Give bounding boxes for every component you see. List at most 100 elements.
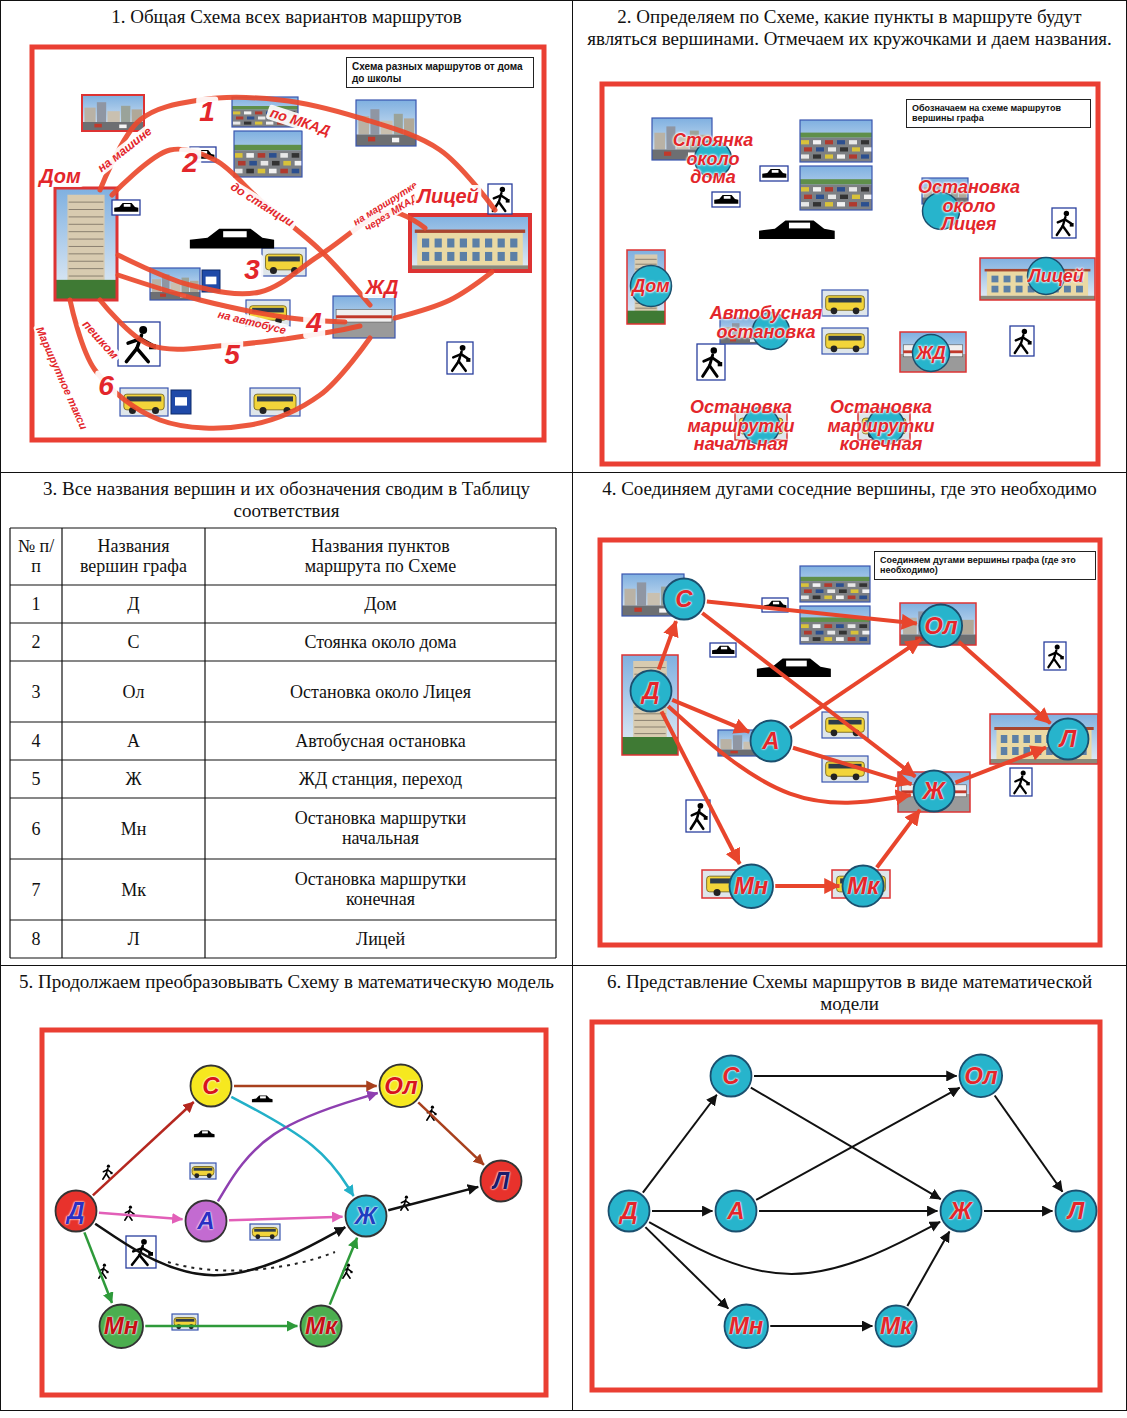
vehicle-windows bbox=[254, 1229, 276, 1232]
head bbox=[698, 803, 704, 809]
vertex-letter: Мк bbox=[305, 1314, 337, 1338]
photo-border bbox=[250, 1224, 280, 1240]
panel-cell: 2. Определяем по Схеме, какие пункты в м… bbox=[572, 0, 1127, 473]
building bbox=[121, 106, 130, 122]
car bbox=[804, 589, 812, 593]
table-cell: Д bbox=[69, 594, 199, 615]
route-label: пешком bbox=[77, 316, 122, 364]
window bbox=[1004, 286, 1011, 293]
photo-border bbox=[234, 131, 302, 177]
window bbox=[472, 252, 479, 261]
car bbox=[235, 169, 243, 174]
car bbox=[801, 187, 809, 191]
car bbox=[94, 124, 101, 128]
icon-box bbox=[1010, 326, 1034, 356]
car bbox=[816, 589, 824, 593]
window-row bbox=[69, 276, 104, 277]
graph-vertex: Мн bbox=[723, 1303, 770, 1350]
head bbox=[1055, 645, 1060, 650]
window bbox=[1076, 286, 1083, 293]
car bbox=[283, 161, 291, 166]
pedestrian-icon bbox=[447, 342, 473, 374]
photo bbox=[55, 188, 117, 300]
panel-caption: 6. Представление Схемы маршрутов в виде … bbox=[573, 966, 1126, 1015]
vertex-circle bbox=[346, 1196, 387, 1237]
limb bbox=[501, 195, 507, 199]
car bbox=[836, 583, 844, 587]
vehicle-body bbox=[826, 296, 865, 311]
photo-border bbox=[980, 258, 1095, 300]
car bbox=[861, 202, 869, 206]
car bbox=[848, 583, 856, 587]
limb bbox=[710, 366, 718, 377]
vehicle-windows bbox=[194, 1168, 213, 1171]
graph-arc bbox=[877, 810, 920, 868]
table-cell: 4 bbox=[14, 731, 58, 752]
photo-sky bbox=[410, 215, 530, 271]
car bbox=[813, 154, 821, 158]
car bbox=[119, 125, 126, 129]
window-row bbox=[69, 253, 104, 254]
car-icon bbox=[194, 1130, 215, 1137]
car bbox=[244, 122, 251, 125]
car bbox=[836, 624, 844, 628]
wheel bbox=[831, 773, 838, 780]
graph-arc bbox=[218, 1093, 378, 1201]
photo-sky bbox=[55, 188, 117, 300]
window bbox=[1001, 735, 1007, 743]
wheel bbox=[853, 307, 860, 314]
briefcase bbox=[350, 1271, 352, 1273]
car-silhouette bbox=[114, 203, 138, 212]
photo-border bbox=[822, 328, 868, 354]
graph-vertex: С bbox=[709, 1054, 753, 1098]
car bbox=[861, 140, 869, 144]
vertex-circle bbox=[729, 864, 773, 908]
car bbox=[813, 583, 821, 587]
window-row bbox=[635, 264, 656, 265]
car bbox=[816, 195, 824, 199]
car bbox=[840, 195, 848, 199]
table-cell: С bbox=[69, 632, 199, 653]
photo-sky bbox=[822, 328, 868, 354]
vertex-letter: Мк bbox=[880, 1314, 912, 1338]
table-cell: Мк bbox=[69, 879, 199, 900]
window bbox=[422, 252, 429, 261]
panel-caption: 3. Все названия вершин и их обозначения … bbox=[1, 473, 572, 522]
head bbox=[107, 1165, 110, 1168]
photo-sky bbox=[980, 258, 1095, 300]
briefcase bbox=[718, 362, 722, 366]
briefcase bbox=[148, 1252, 153, 1256]
briefcase bbox=[110, 1172, 112, 1174]
vertex-circle bbox=[920, 605, 963, 648]
car bbox=[837, 140, 845, 144]
car bbox=[851, 631, 859, 635]
graph-arc bbox=[759, 1210, 938, 1212]
table-rule bbox=[10, 584, 556, 585]
limb bbox=[691, 819, 697, 829]
tower-wall bbox=[67, 195, 104, 285]
graph-arc bbox=[418, 1102, 484, 1164]
car bbox=[848, 624, 856, 628]
vertex-label: ЖД bbox=[901, 344, 961, 363]
car bbox=[825, 187, 833, 191]
car-window bbox=[260, 1096, 266, 1098]
car bbox=[813, 637, 821, 641]
limb bbox=[132, 1255, 140, 1265]
table-cell: ЖД станция, переход bbox=[281, 769, 481, 790]
sign-bus bbox=[206, 277, 217, 285]
wheel bbox=[853, 773, 860, 780]
vertex-letter: Ол bbox=[924, 614, 958, 638]
vertex-circle bbox=[191, 1066, 232, 1107]
car-window bbox=[223, 231, 247, 237]
vertex-letter: С bbox=[202, 1074, 219, 1098]
briefcase bbox=[434, 1113, 436, 1115]
building bbox=[720, 739, 731, 749]
route-label: 6 bbox=[95, 371, 117, 402]
car bbox=[246, 153, 254, 158]
graph-arc bbox=[643, 1095, 717, 1193]
pedestrian-icon bbox=[1010, 326, 1034, 356]
photo-sky bbox=[718, 730, 780, 756]
table-rule bbox=[9, 528, 10, 958]
sign-bus bbox=[175, 397, 187, 405]
